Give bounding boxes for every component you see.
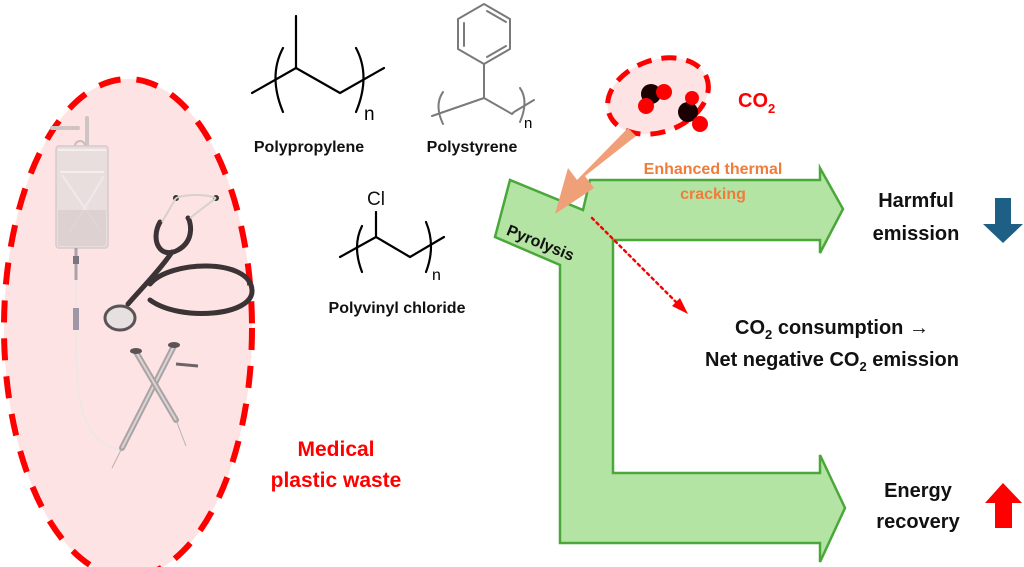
waste-label-line1: Medical (297, 438, 374, 461)
polystyrene-subscript: n (524, 115, 532, 132)
stethoscope-icon (103, 194, 255, 332)
polypropylene-subscript: n (364, 104, 375, 125)
co2-outcome-line2-post: emission (867, 349, 959, 371)
co2-effect-line2: cracking (680, 186, 746, 203)
energy-label-line1: Energy (884, 480, 953, 502)
pvc-substituent: Cl (367, 189, 385, 210)
co2-label-sub: 2 (768, 101, 775, 116)
pvc-label: Polyvinyl chloride (329, 300, 466, 317)
syringes-icon (111, 342, 199, 469)
waste-group (1, 76, 255, 567)
co2-consumption-arrow (590, 216, 688, 314)
co2-molecule-icon (678, 91, 708, 132)
polystyrene-label: Polystyrene (427, 139, 518, 156)
pvc-structure (338, 210, 446, 274)
pvc-subscript: n (432, 267, 441, 284)
co2-outcome-line1-post: consumption → (772, 317, 929, 339)
decrease-arrow-icon (983, 198, 1023, 243)
co2-outcome-line2-pre: Net negative CO (705, 349, 859, 371)
harmful-label-line1: Harmful (878, 190, 954, 212)
co2-label: CO2 (738, 90, 775, 116)
co2-molecule-icon (638, 84, 672, 114)
harmful-label-line2: emission (873, 223, 960, 245)
enhanced-cracking-arrow (555, 128, 636, 214)
polypropylene-structure (250, 14, 386, 114)
iv-bag-icon (50, 116, 121, 451)
polypropylene-label: Polypropylene (254, 139, 364, 156)
co2-group (605, 55, 711, 137)
pyrolysis-flow-arrow (493, 163, 847, 563)
co2-outcome-line2-sub: 2 (859, 359, 866, 374)
co2-outcome-line1-sub: 2 (765, 327, 772, 342)
co2-outcome-line2: Net negative CO2 emission (705, 349, 959, 374)
co2-outcome-line1-pre: CO (735, 317, 765, 339)
co2-effect-line1: Enhanced thermal (644, 161, 783, 178)
waste-label-line2: plastic waste (271, 469, 402, 492)
co2-outcome-line1: CO2 consumption → (735, 317, 929, 342)
polystyrene-structure (431, 3, 535, 125)
increase-arrow-icon (985, 483, 1022, 528)
co2-label-main: CO (738, 90, 768, 112)
energy-label-line2: recovery (876, 511, 960, 533)
